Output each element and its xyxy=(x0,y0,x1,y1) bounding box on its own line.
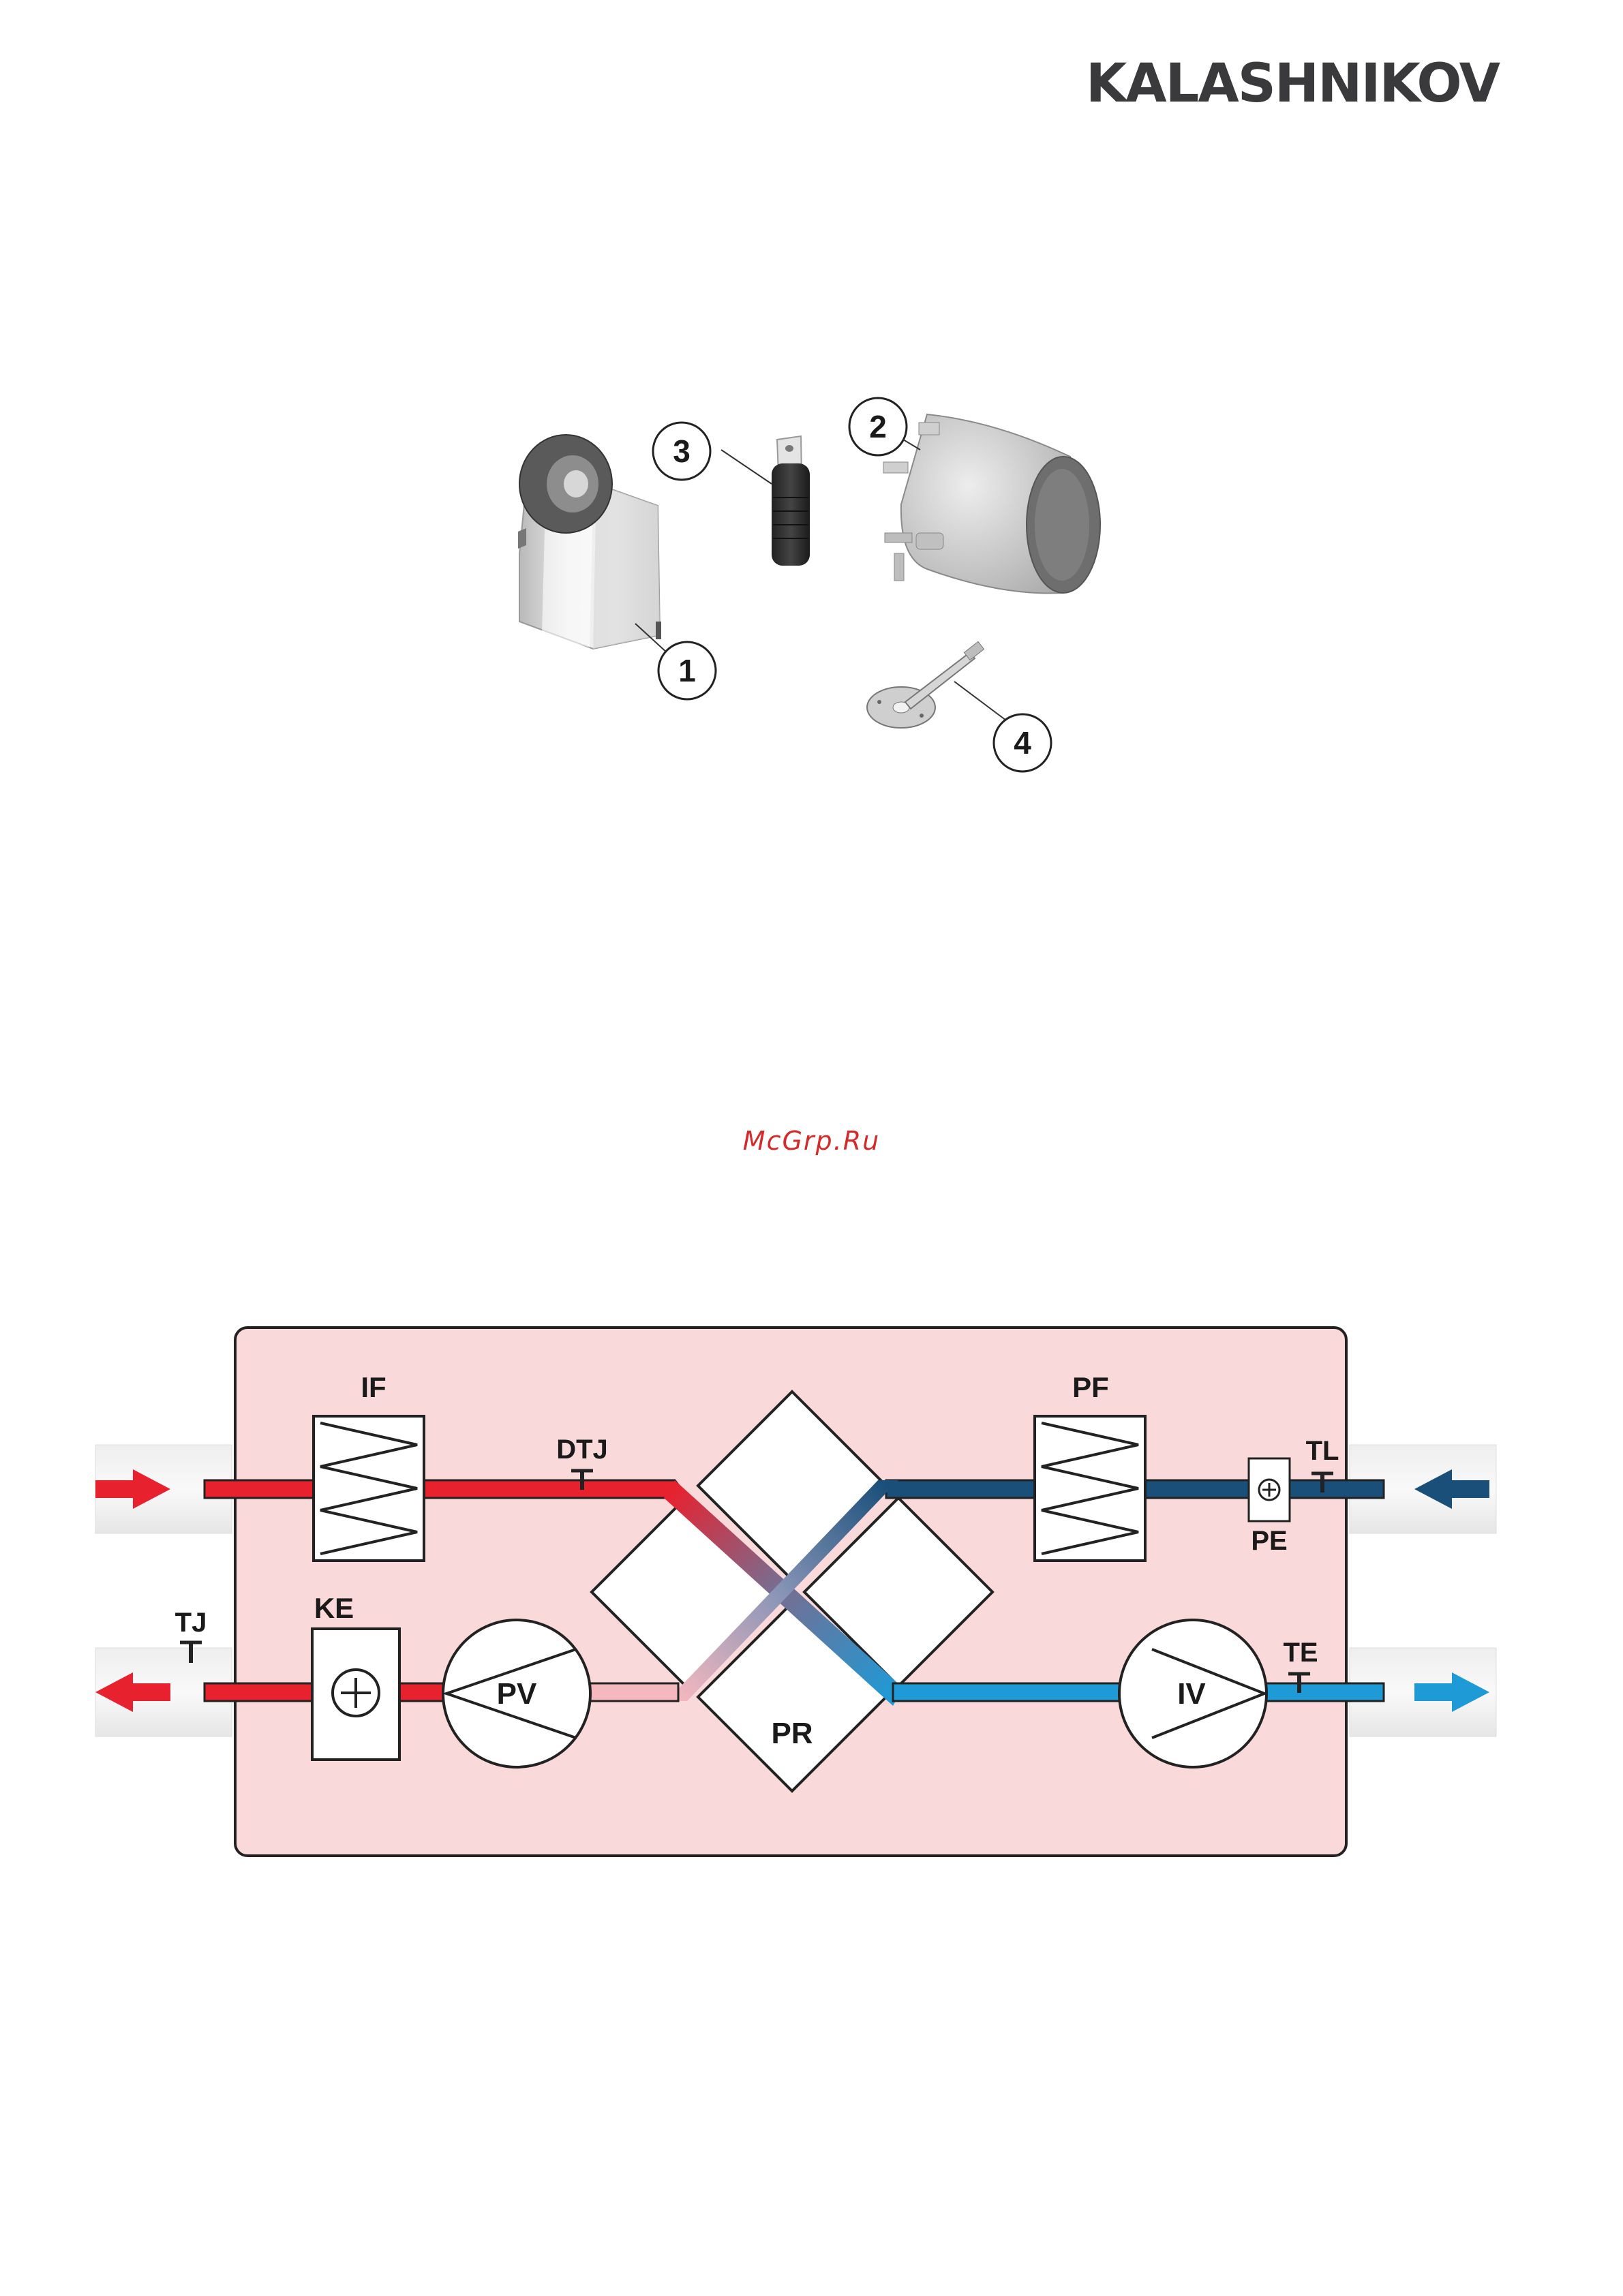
callout-4-label: 4 xyxy=(1014,725,1031,761)
callout-2-label: 2 xyxy=(869,409,887,444)
damper-actuator-icon xyxy=(518,435,676,661)
brand-logo: KALASHNIKOV xyxy=(1086,53,1499,114)
supply-temp-label: TE xyxy=(1283,1638,1318,1668)
inlet-filter-label: IF xyxy=(361,1371,386,1403)
exhaust-fan-label: PV xyxy=(497,1677,537,1711)
ventilation-schematic: IF PF DTJ TL PE TJ KE xyxy=(0,1295,1623,1908)
preheater-icon: PE xyxy=(1249,1458,1290,1556)
exhaust-fan-icon: PV xyxy=(443,1620,590,1767)
exhaust-temp-label: TJ xyxy=(175,1608,207,1638)
sensor-probe-icon xyxy=(867,641,1009,728)
callout-3: 3 xyxy=(653,423,710,480)
callout-3-label: 3 xyxy=(673,433,691,469)
reheater-label: KE xyxy=(314,1592,354,1624)
callout-1-label: 1 xyxy=(678,653,696,688)
callout-1: 1 xyxy=(658,642,716,699)
watermark: McGrp.Ru xyxy=(0,1126,1623,1156)
components-illustration: 1 3 2 xyxy=(477,382,1159,791)
callout-2: 2 xyxy=(849,398,907,455)
supply-fan-icon: IV xyxy=(1119,1620,1266,1767)
preheater-label: PE xyxy=(1251,1526,1287,1556)
outdoor-temp-label: TL xyxy=(1306,1436,1339,1466)
mounting-bracket-icon xyxy=(721,436,810,566)
pressure-switch-icon xyxy=(883,414,1100,594)
supply-fan-label: IV xyxy=(1177,1677,1206,1711)
outdoor-filter-label: PF xyxy=(1072,1371,1109,1403)
heat-exchanger-label: PR xyxy=(771,1717,813,1750)
callout-4: 4 xyxy=(994,714,1051,771)
supply-sensor-label: DTJ xyxy=(556,1435,608,1465)
